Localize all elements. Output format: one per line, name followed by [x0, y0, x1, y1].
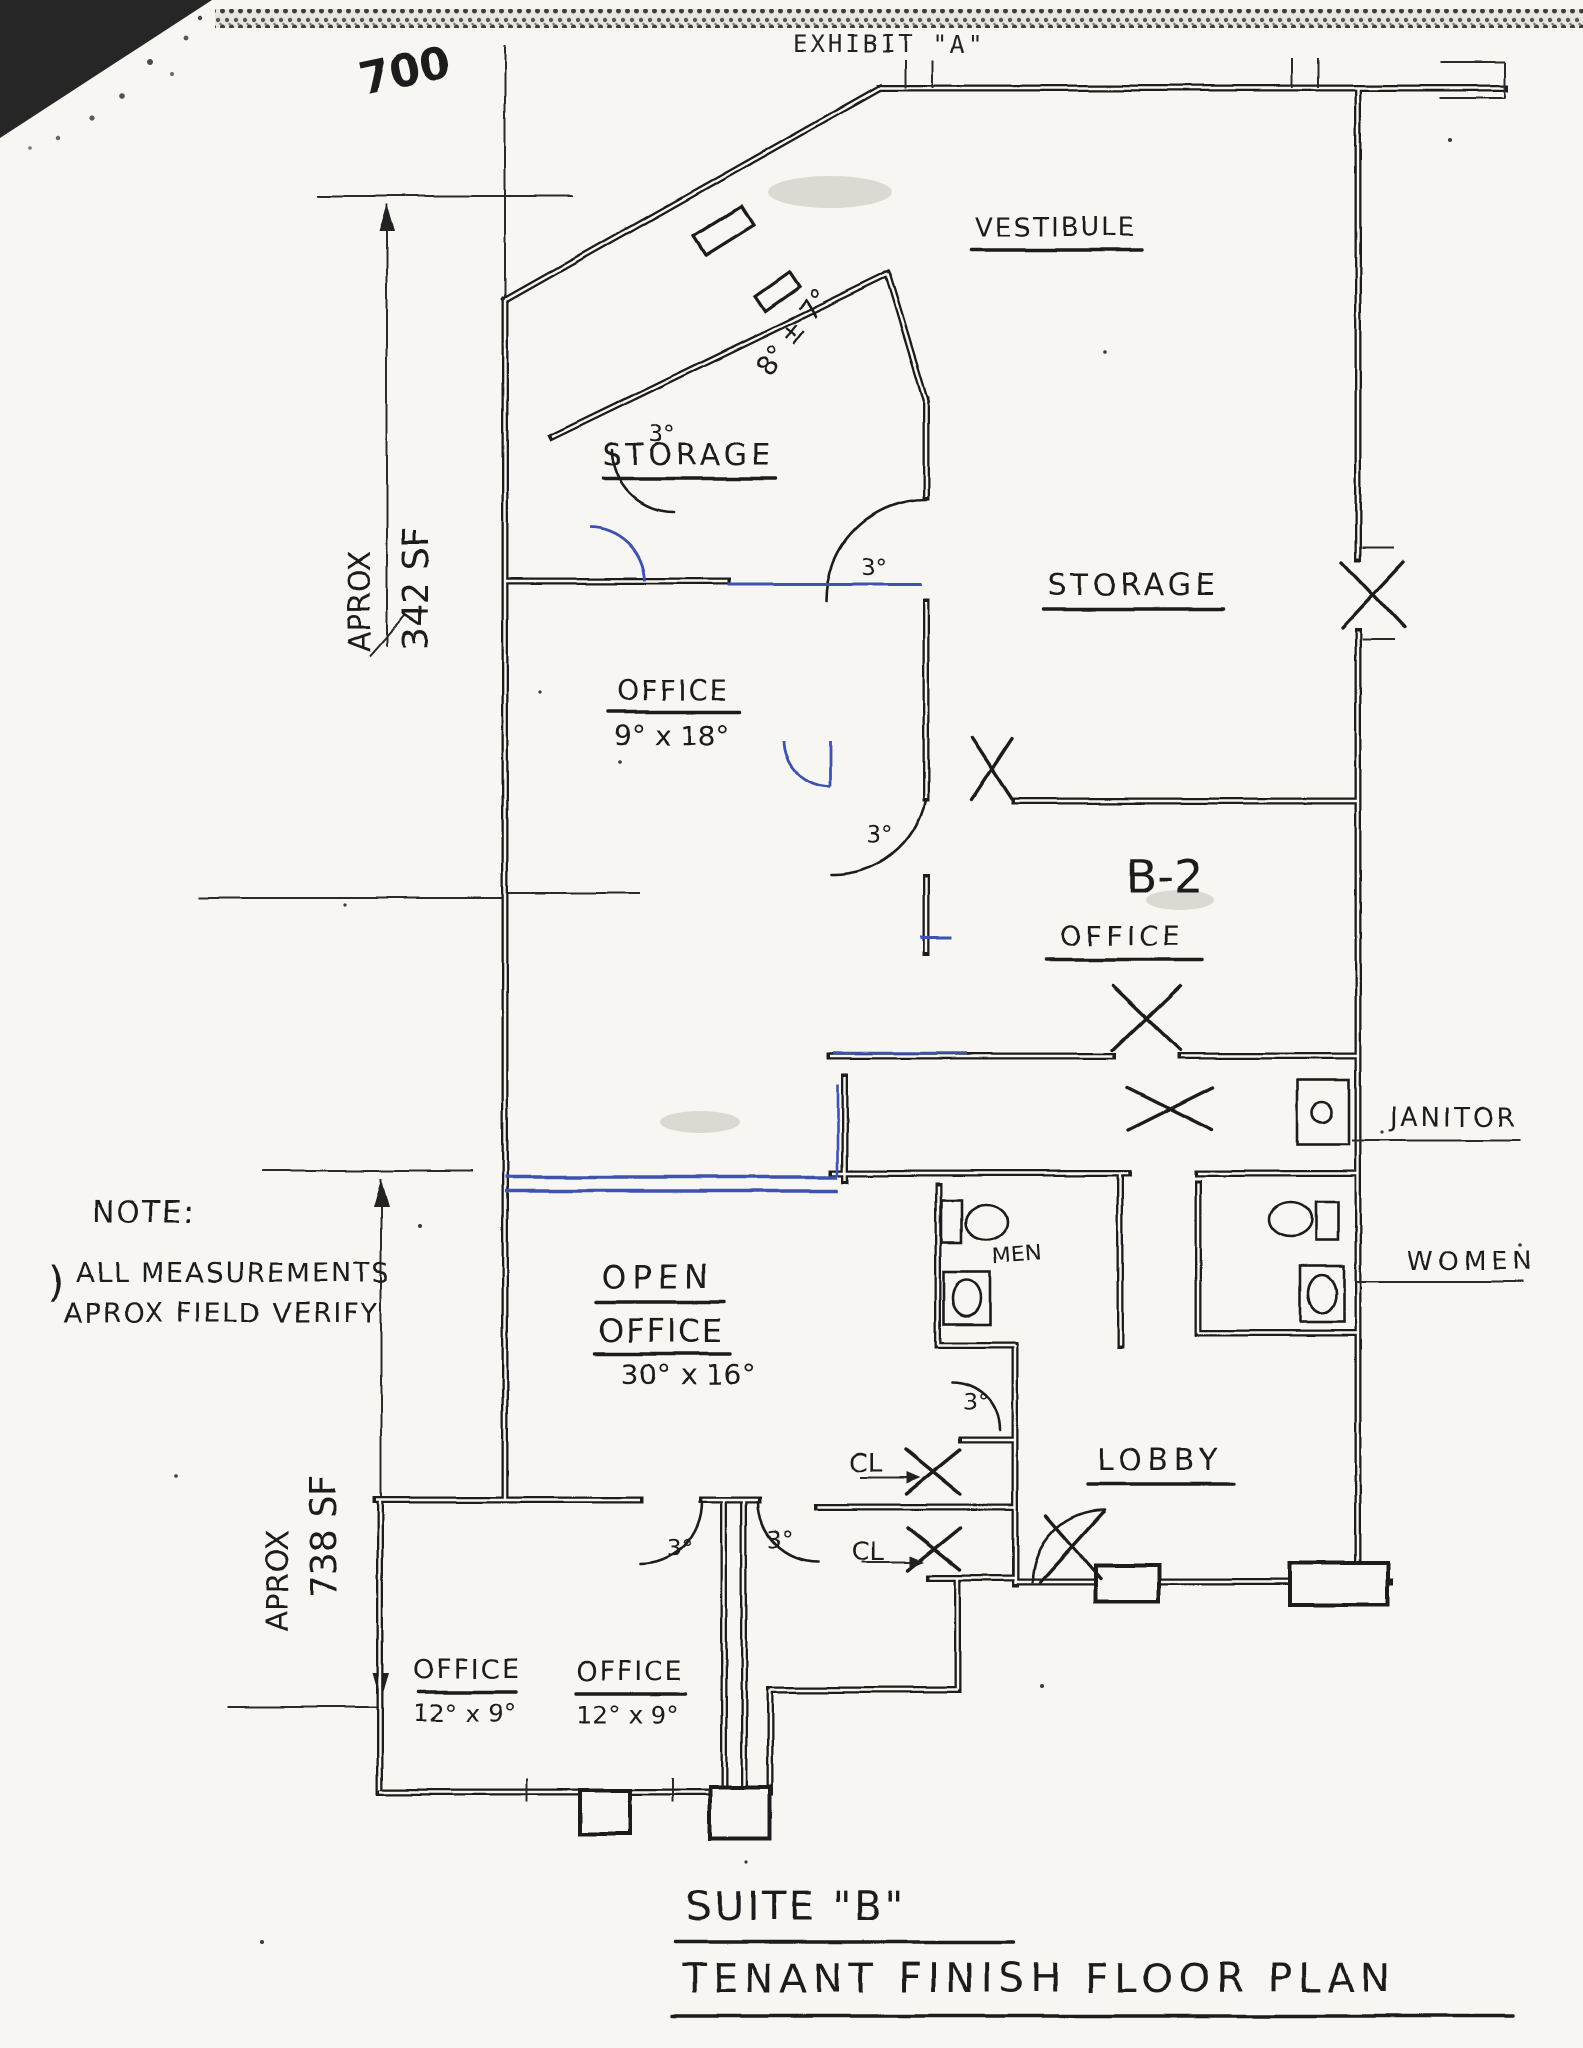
label-b2-unit: B-2	[1126, 850, 1203, 904]
dims-office-bottom-left: 12° x 9°	[413, 1699, 516, 1728]
note-line-2: APROX FIELD VERIFY	[64, 1298, 379, 1329]
scan-artifact-top-band	[215, 9, 1583, 28]
label-storage-right: STORAGE	[1048, 568, 1219, 603]
door-width-label-1: 3°	[649, 422, 675, 448]
page-mark-700: 700	[355, 37, 455, 106]
note-heading: NOTE:	[92, 1195, 195, 1230]
lower-area-qualifier: APROX	[261, 1530, 296, 1632]
label-women: WOMEN	[1407, 1247, 1536, 1277]
note-line-1: ALL MEASUREMENTS	[76, 1258, 391, 1289]
blue-pen-markings	[505, 525, 966, 1193]
upper-area-qualifier: APROX	[343, 550, 378, 652]
womens-sink-icon	[1298, 1264, 1346, 1324]
door-width-label-2: 3°	[861, 555, 887, 581]
upper-area-value: 342 SF	[396, 526, 437, 650]
dims-office-bottom-right: 12° x 9°	[576, 1701, 679, 1730]
mens-sink-icon	[942, 1270, 992, 1326]
door-width-label-5: 3°	[667, 1536, 693, 1562]
label-lobby: LOBBY	[1096, 1443, 1223, 1478]
title-line-1: SUITE "B"	[686, 1884, 906, 1930]
leader-lines	[860, 1139, 1523, 1568]
restroom-fixtures	[939, 1078, 1351, 1326]
janitor-mop-sink-icon	[1295, 1078, 1351, 1146]
label-vestibule: VESTIBULE	[976, 213, 1136, 243]
label-open-office-2: OFFICE	[598, 1312, 724, 1350]
label-closet-lower: CL	[852, 1537, 885, 1567]
label-b2-office: OFFICE	[1060, 919, 1184, 952]
label-office-9x18: OFFICE	[617, 674, 729, 707]
dimension-lines	[198, 45, 640, 1708]
note-bracket: )	[48, 1257, 64, 1306]
scan-artifact-specks	[174, 138, 1522, 1944]
door-width-label-6: 3°	[767, 1528, 793, 1554]
door-x-symbols	[904, 560, 1406, 1584]
label-janitor: JANITOR	[1388, 1103, 1518, 1133]
lower-area-value: 738 SF	[304, 1474, 345, 1598]
door-arcs	[610, 448, 1106, 1584]
label-open-office-1: OPEN	[602, 1258, 715, 1296]
womens-toilet-icon	[1268, 1200, 1340, 1242]
dims-open-office: 30° x 16°	[621, 1358, 755, 1391]
label-office-bottom-right: OFFICE	[576, 1656, 684, 1687]
label-men: MEN	[991, 1241, 1042, 1269]
walls	[376, 58, 1505, 1841]
title-block: SUITE "B" TENANT FINISH FLOOR PLAN	[670, 1884, 1514, 2018]
door-width-label-3: 3°	[867, 822, 893, 848]
label-office-bottom-left: OFFICE	[413, 1654, 521, 1685]
note-block: NOTE: ) ALL MEASUREMENTS APROX FIELD VER…	[48, 1195, 391, 1329]
label-closet-upper: CL	[850, 1449, 883, 1479]
scan-artifact-corner	[0, 0, 212, 150]
mens-toilet-icon	[939, 1198, 1009, 1244]
title-line-2: TENANT FINISH FLOOR PLAN	[681, 1956, 1397, 2002]
exhibit-title: EXHIBIT "A"	[793, 30, 985, 58]
door-width-label-4: 3°	[963, 1390, 989, 1416]
dims-office-9x18: 9° x 18°	[614, 719, 730, 752]
scan-artifact-smudges	[660, 176, 1214, 1133]
label-storage-upper: STORAGE	[603, 438, 774, 473]
